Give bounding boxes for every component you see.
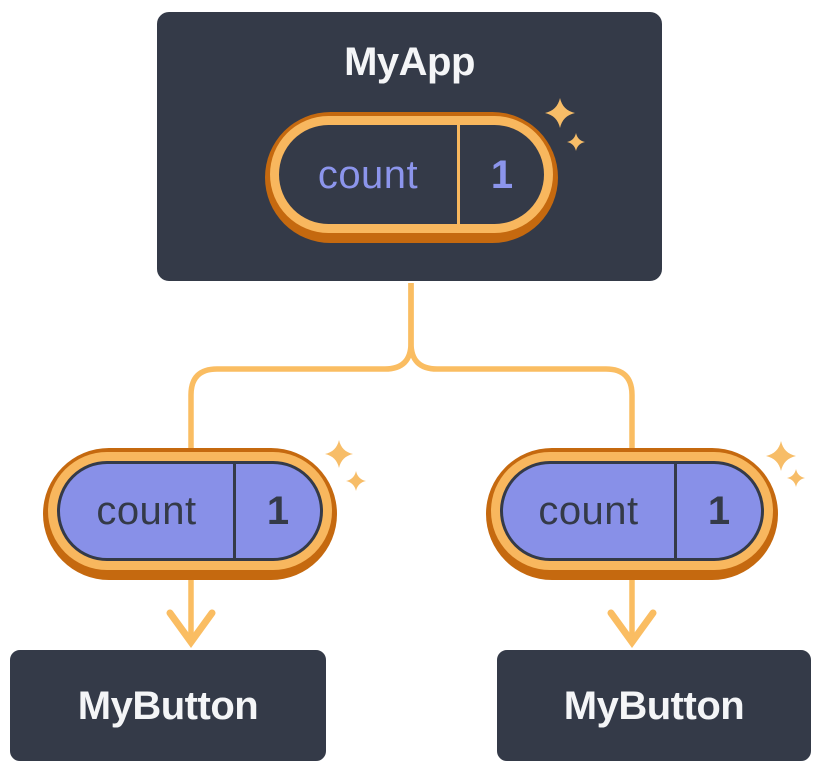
sparkle-small-icon [787,469,805,487]
component-title: MyButton [77,683,259,728]
state-value: 1 [490,152,514,197]
prop-pill-left: count 1 [43,448,337,580]
state-pill-root: count 1 [265,112,558,243]
pill-divider [674,464,677,558]
arrowhead-left-icon [166,609,216,648]
prop-pill-ring: count 1 [491,452,773,570]
state-pill-core: count 1 [279,125,544,224]
sparkle-large-icon [545,98,575,128]
sparkle-small-icon [346,471,366,491]
component-title: MyButton [563,683,745,728]
prop-value: 1 [266,489,290,533]
pill-divider [457,125,460,224]
connector-right-branch [408,281,635,639]
sparkle-small-icon [567,133,585,151]
component-box-mybutton-right: MyButton [495,648,813,763]
arrowhead-right-icon [607,609,657,648]
sparkle-large-icon [766,441,796,471]
prop-value: 1 [707,489,731,533]
prop-name: count [96,489,197,533]
sparkle-large-icon [325,440,353,468]
state-name: count [317,152,419,197]
prop-pill-core: count 1 [57,461,323,561]
prop-pill-ring: count 1 [48,452,332,570]
state-pill-ring: count 1 [270,116,553,233]
component-title: MyApp [344,40,475,84]
component-box-mybutton-left: MyButton [8,648,328,763]
prop-pill-right: count 1 [486,448,778,580]
prop-pill-core: count 1 [500,461,764,561]
prop-name: count [538,489,639,533]
pill-divider [233,464,236,558]
